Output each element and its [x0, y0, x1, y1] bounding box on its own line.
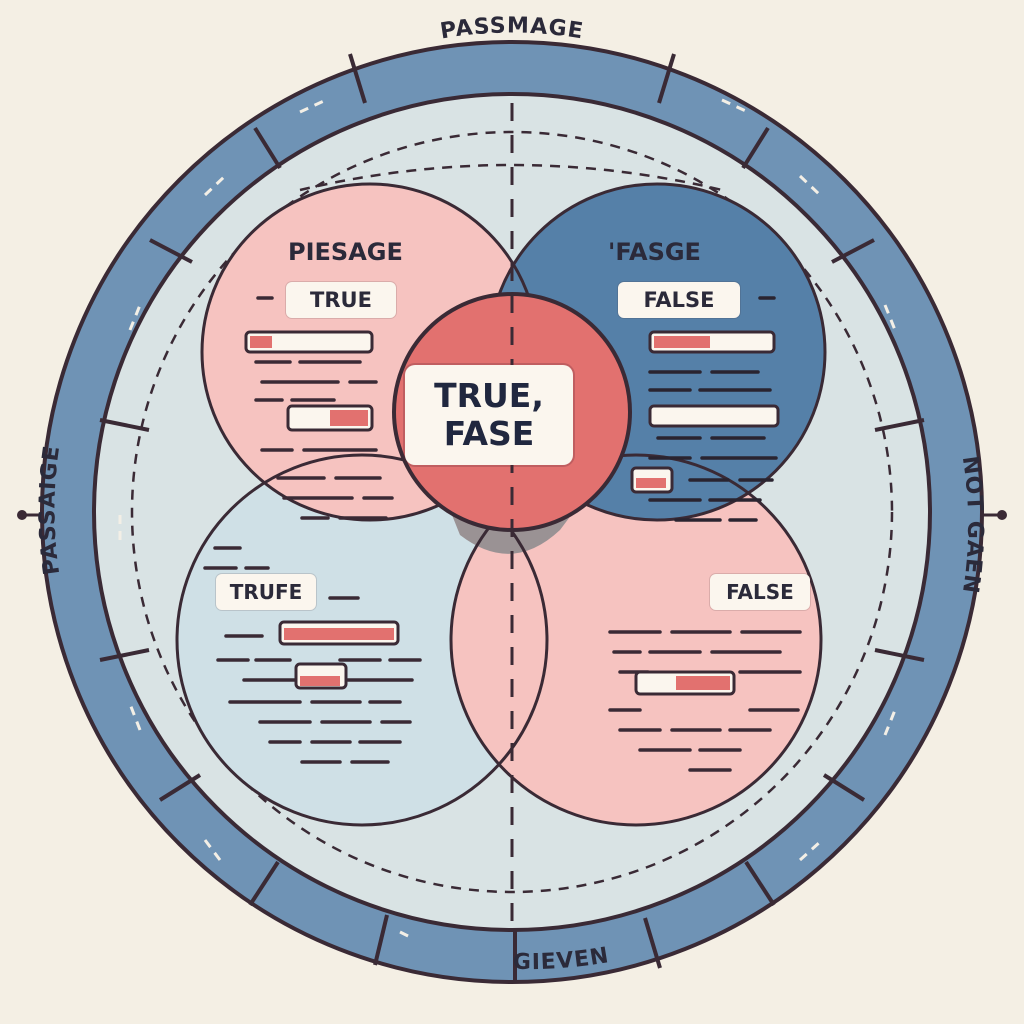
ring-label-top: PASSMAGE — [438, 13, 585, 44]
bar-widget-tl-1 — [244, 330, 374, 354]
top-dashed-arc — [299, 163, 723, 192]
center-label: TRUE, FASE — [405, 365, 573, 465]
text-lines-top-left — [254, 296, 394, 520]
center-label-line1: TRUE, — [434, 376, 544, 415]
label-bottom-left: TRUFE — [216, 574, 316, 610]
text-lines-top-right — [648, 296, 778, 522]
bar-widget-tr-1 — [648, 330, 776, 354]
center-label-line2: FASE — [443, 414, 535, 453]
bar-widget-tr-3 — [630, 466, 674, 494]
heading-top-right: 'FASGE — [608, 238, 701, 266]
ring-label-left: PASSAIGE — [35, 444, 65, 577]
label-bottom-right: FALSE — [710, 574, 810, 610]
bar-widget-bl-1 — [278, 620, 400, 646]
label-top-left: TRUE — [286, 282, 396, 318]
text-lines-bottom-left — [203, 546, 422, 764]
circle-bottom-right — [451, 455, 821, 825]
ring-knobs — [17, 510, 1007, 520]
bar-widget-tr-2 — [648, 404, 780, 428]
label-top-right: FALSE — [618, 282, 740, 318]
ring-dash-marks — [118, 98, 897, 940]
bar-widget-bl-2 — [294, 662, 348, 690]
bar-widget-br-1 — [634, 670, 736, 696]
bar-widgets — [244, 330, 780, 696]
inner-dashed-circle — [130, 130, 894, 894]
text-lines-bottom-right — [608, 630, 802, 772]
ring-segment-dividers — [99, 53, 925, 982]
heading-top-left: PIESAGE — [288, 238, 403, 266]
bar-widget-tl-2 — [286, 404, 374, 432]
